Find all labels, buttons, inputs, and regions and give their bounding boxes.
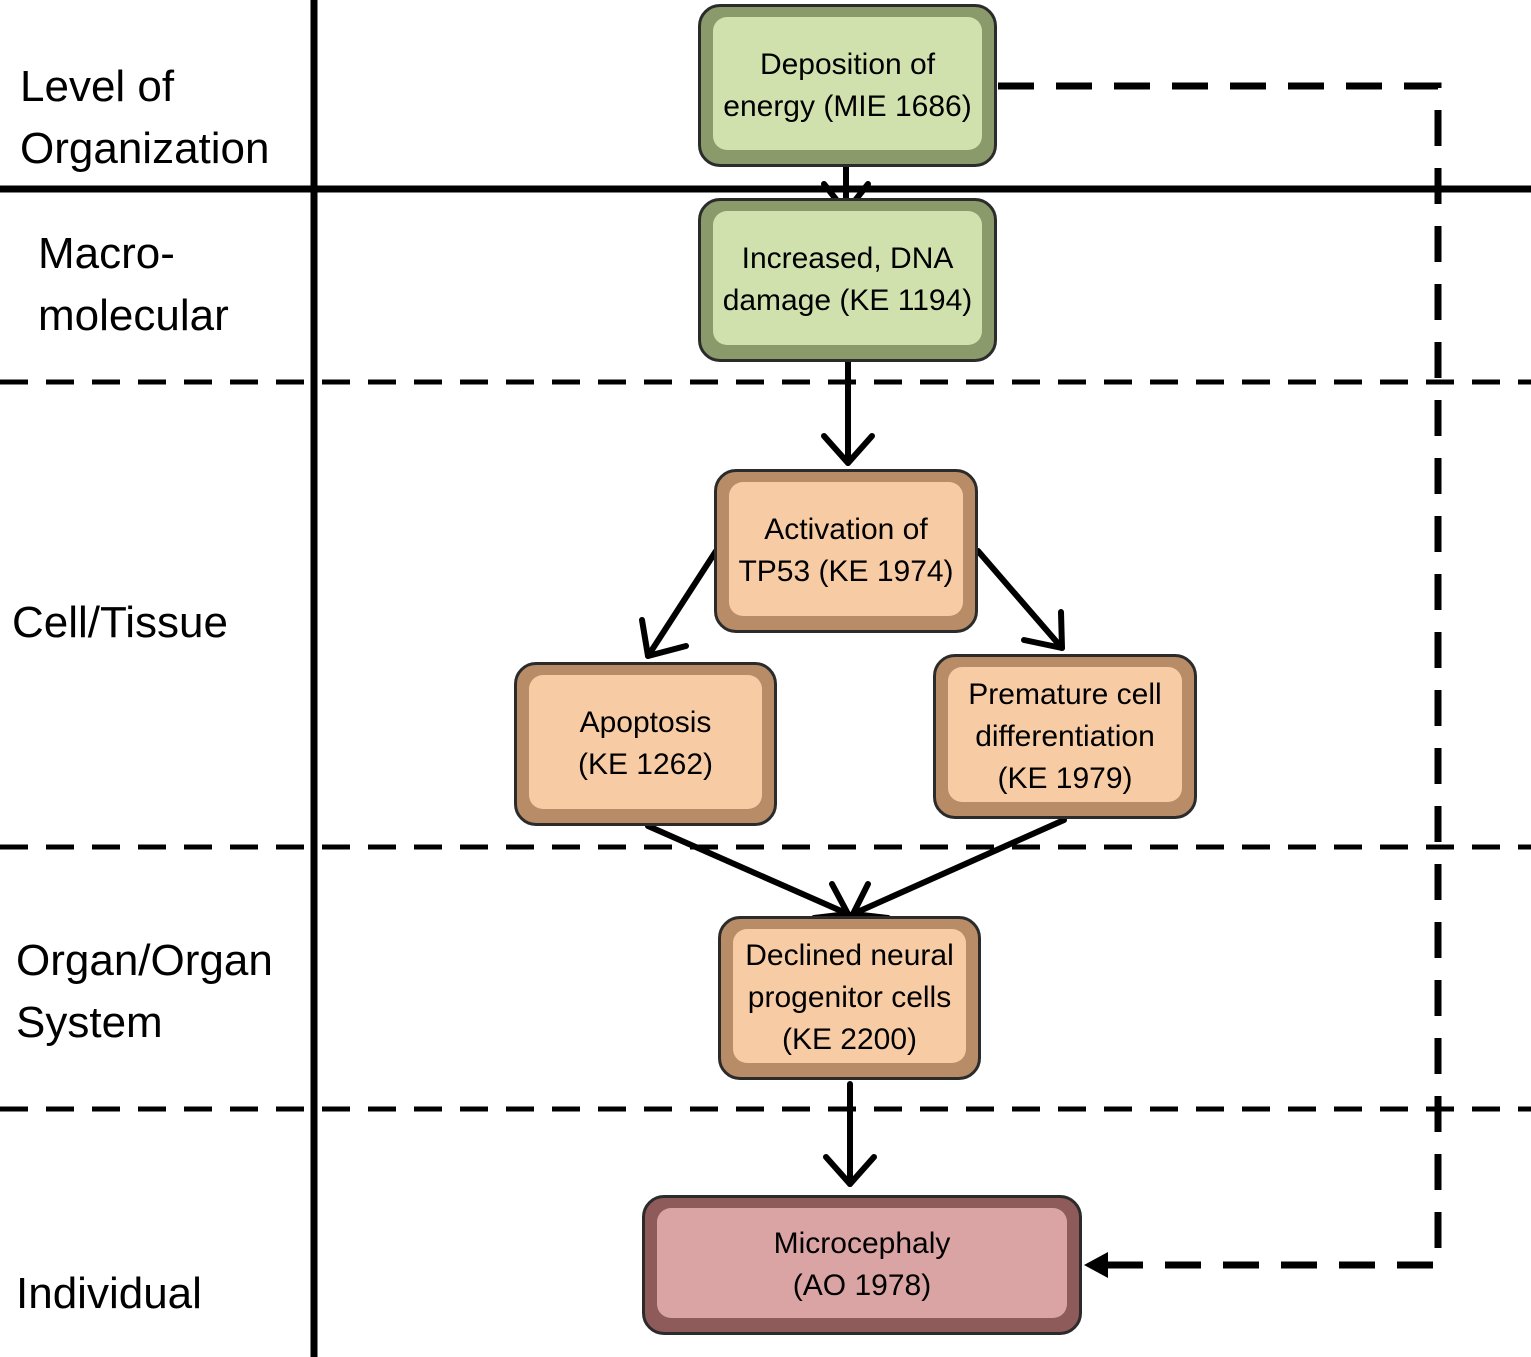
node-ke-1979-label: Premature cell differentiation (KE 1979): [968, 677, 1162, 795]
node-ke-1194: Increased, DNA damage (KE 1194): [698, 198, 997, 362]
dashed-arrow-mie-to-ao1978: [998, 82, 1442, 1278]
node-ke-1262-label: Apoptosis (KE 1262): [577, 706, 714, 781]
node-ke-2200: Declined neural progenitor cells (KE 220…: [718, 916, 981, 1080]
arrow-ke1974-to-ke1979: [975, 548, 1065, 651]
node-ke-1262: Apoptosis (KE 1262): [514, 662, 777, 826]
level-macromolecular-label: Macro- molecular: [38, 229, 229, 340]
arrow-ke1262-to-ke2200: [645, 823, 851, 921]
arrow-ke1194-to-ke1974: [821, 359, 875, 466]
level-individual-label: Individual: [16, 1269, 202, 1318]
node-ke-1974: Activation of TP53 (KE 1974): [714, 469, 978, 633]
node-ke-1979: Premature cell differentiation (KE 1979): [933, 654, 1197, 819]
level-header-label: Level of Organization: [20, 62, 270, 173]
arrow-ke1974-to-ke1262: [639, 548, 719, 659]
node-ao-1978: Microcephaly (AO 1978): [642, 1195, 1082, 1335]
node-ao-1978-label: Microcephaly (AO 1978): [773, 1227, 951, 1302]
node-mie-1686-label: Deposition of energy (MIE 1686): [723, 47, 972, 123]
node-ke-2200-label: Declined neural progenitor cells (KE 220…: [745, 939, 954, 1056]
arrow-ke2200-to-ao1978: [823, 1081, 877, 1187]
node-mie-1686: Deposition of energy (MIE 1686): [698, 4, 997, 167]
node-ke-1194-label: Increased, DNA damage (KE 1194): [722, 242, 973, 317]
level-cell-tissue-label: Cell/Tissue: [12, 598, 228, 647]
arrow-ke1979-to-ke2200: [850, 817, 1067, 921]
level-organ-system-label: Organ/Organ System: [16, 936, 273, 1047]
node-ke-1974-label: Activation of TP53 (KE 1974): [738, 513, 954, 588]
